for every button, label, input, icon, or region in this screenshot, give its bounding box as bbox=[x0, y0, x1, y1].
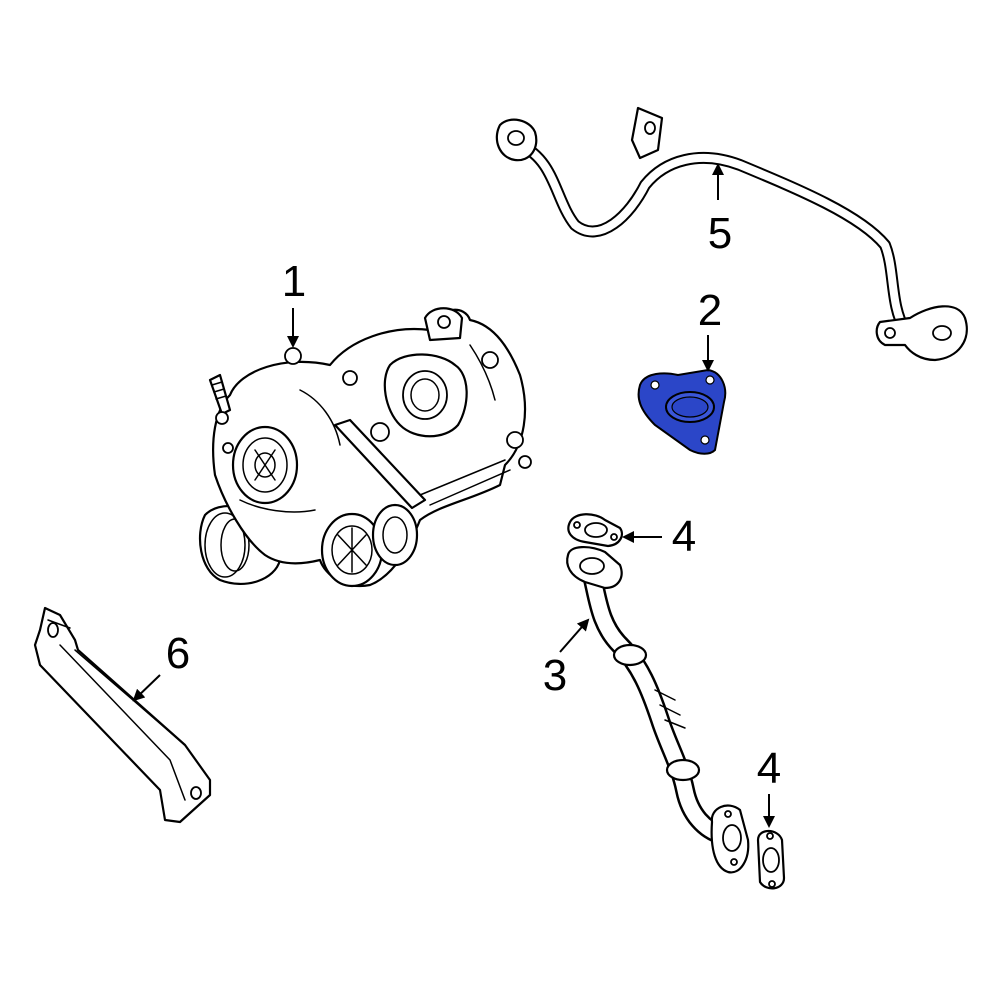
callout-1: 1 bbox=[282, 257, 306, 306]
callout-4-upper: 4 bbox=[672, 512, 696, 561]
gasket-flange-part[interactable] bbox=[637, 368, 727, 455]
gasket-lower-part[interactable] bbox=[756, 829, 786, 890]
callout-leader-3 bbox=[559, 618, 590, 653]
oil-return-pipe-part[interactable] bbox=[566, 546, 750, 874]
callout-6: 6 bbox=[166, 629, 190, 678]
callout-4-lower: 4 bbox=[757, 744, 781, 793]
callout-leader-6 bbox=[132, 674, 161, 702]
callout-2: 2 bbox=[698, 286, 722, 335]
callout-5: 5 bbox=[708, 209, 732, 258]
oil-feed-line-part[interactable] bbox=[495, 106, 968, 362]
turbocharger-part[interactable] bbox=[198, 307, 532, 588]
gasket-upper-part[interactable] bbox=[567, 513, 624, 548]
bracket-part[interactable] bbox=[33, 606, 212, 824]
callout-3: 3 bbox=[543, 651, 567, 700]
